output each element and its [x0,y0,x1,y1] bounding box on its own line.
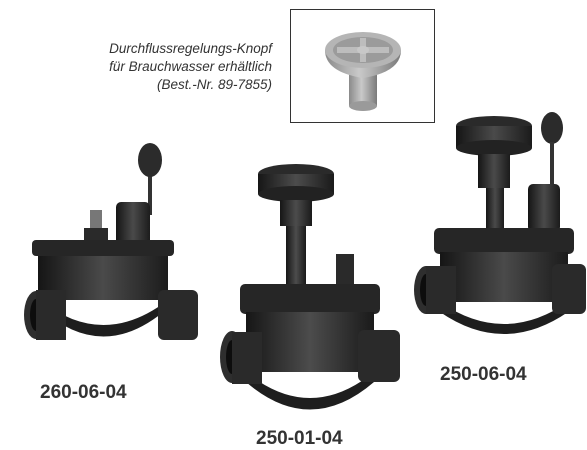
caption-line-3: (Best.-Nr. 89-7855) [156,77,272,92]
caption-line-2: für Brauchwasser erhältlich [109,59,272,74]
model-label-260-06-04: 260-06-04 [40,382,127,403]
flow-control-knob-inset [290,9,435,123]
valve-image-250-01-04 [218,162,403,437]
model-label-250-06-04: 250-06-04 [440,364,527,385]
valve-image-250-06-04 [412,108,587,358]
model-label-250-01-04: 250-01-04 [256,428,343,449]
caption-line-1: Durchflussregelungs-Knopf [109,41,272,56]
flow-control-caption: Durchflussregelungs-Knopf für Brauchwass… [12,40,272,94]
valve-image-260-06-04 [18,140,203,365]
flow-control-knob-image [325,32,401,111]
